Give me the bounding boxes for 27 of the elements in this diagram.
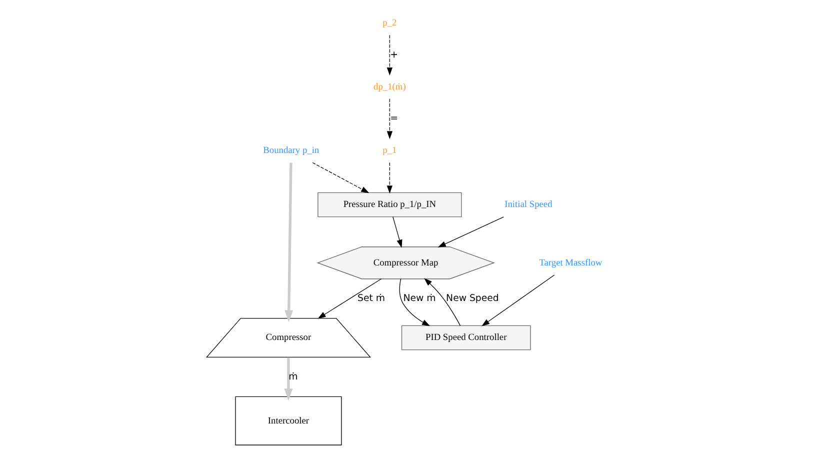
edge-label: Set ṁ	[357, 292, 385, 304]
node-box: Pressure Ratio p_1/p_IN	[317, 192, 462, 218]
arrow	[424, 278, 460, 326]
node-text: Boundary p_in	[262, 146, 319, 156]
arrow	[386, 98, 392, 140]
node-text: dp_1(ṁ)	[373, 82, 406, 92]
node-text: p_2	[382, 18, 396, 29]
arrow	[317, 278, 382, 319]
arrow	[312, 162, 369, 194]
edge-label: ṁ	[288, 371, 298, 382]
edge-label: =	[390, 113, 398, 124]
node-text: Initial Speed	[504, 200, 552, 210]
edge-label: +	[390, 49, 398, 60]
node-text: Target Massflow	[538, 258, 602, 268]
arrow	[398, 278, 430, 326]
edge-label: New Speed	[446, 292, 498, 304]
arrow	[284, 162, 293, 322]
arrow	[386, 34, 392, 76]
arrow	[392, 216, 402, 248]
arrow	[437, 216, 504, 248]
arrow	[386, 162, 392, 194]
arrow	[284, 357, 292, 401]
arrow	[481, 274, 554, 326]
node-box: Intercooler	[234, 396, 342, 446]
node-text: p_1	[382, 146, 396, 156]
edge-label: New ṁ	[402, 292, 436, 304]
node-box: PID Speed Controller	[400, 325, 530, 350]
